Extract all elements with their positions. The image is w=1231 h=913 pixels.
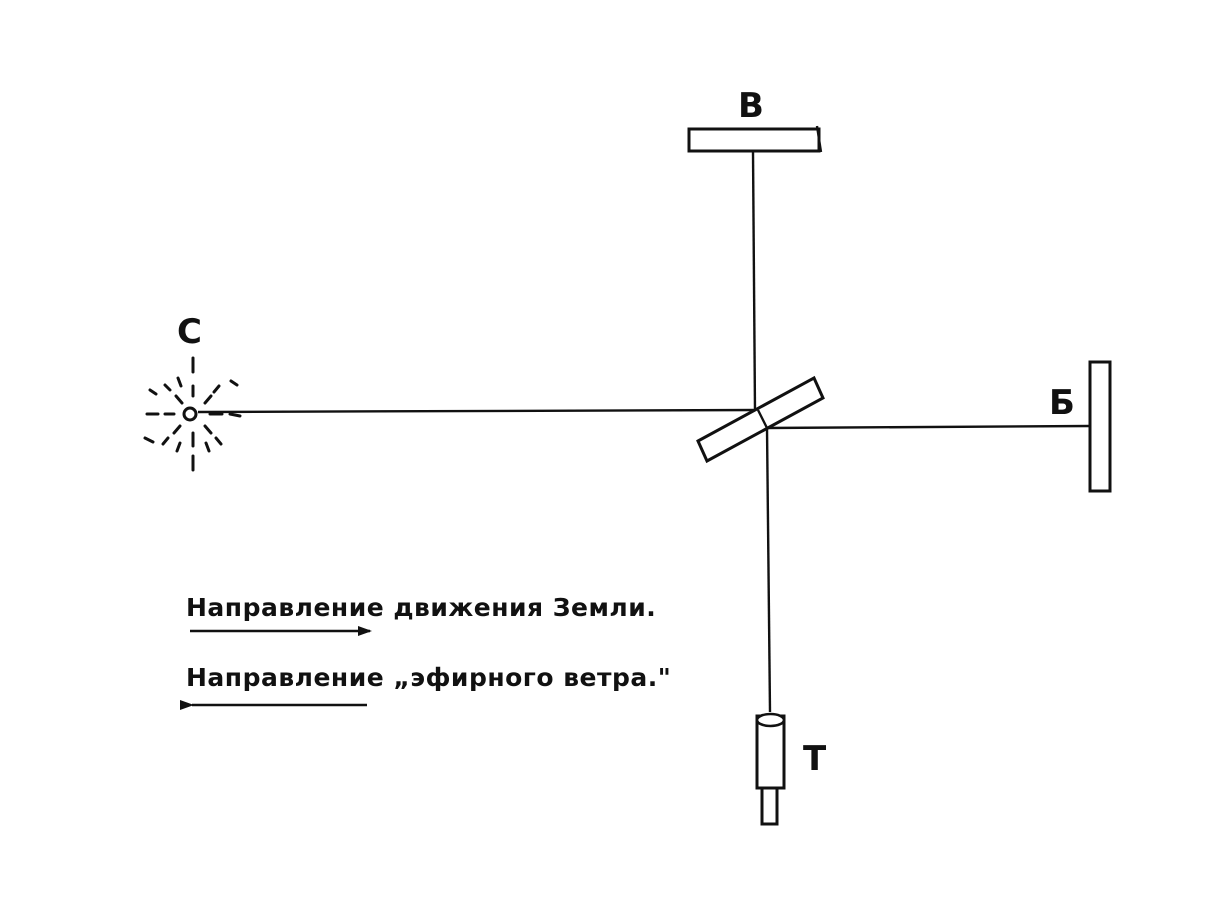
mirror-top <box>687 127 821 153</box>
beam-source-to-splitter <box>197 408 759 414</box>
beam-splitter <box>696 375 825 464</box>
mirror-top-edge <box>815 125 823 153</box>
label-source: С <box>177 312 202 352</box>
beam-splitter-to-mirror-right <box>765 424 1091 430</box>
legend-earth-motion-text: Направление движения Земли. <box>186 593 656 622</box>
label-mirror-top: В <box>738 86 764 126</box>
beam-splitter-to-mirror-top <box>751 151 757 413</box>
light-source-rays <box>143 356 242 472</box>
light-source <box>143 356 242 472</box>
beam-splitter-to-telescope <box>765 427 772 713</box>
label-mirror-right: Б <box>1049 383 1075 423</box>
label-telescope: Т <box>803 739 827 779</box>
light-paths <box>197 151 1091 713</box>
telescope <box>755 712 786 826</box>
mirror-right <box>1088 360 1112 493</box>
legend-ether-wind-text: Направление „эфирного ветра." <box>186 663 671 692</box>
legend: Направление движения Земли. Направление … <box>180 593 671 710</box>
